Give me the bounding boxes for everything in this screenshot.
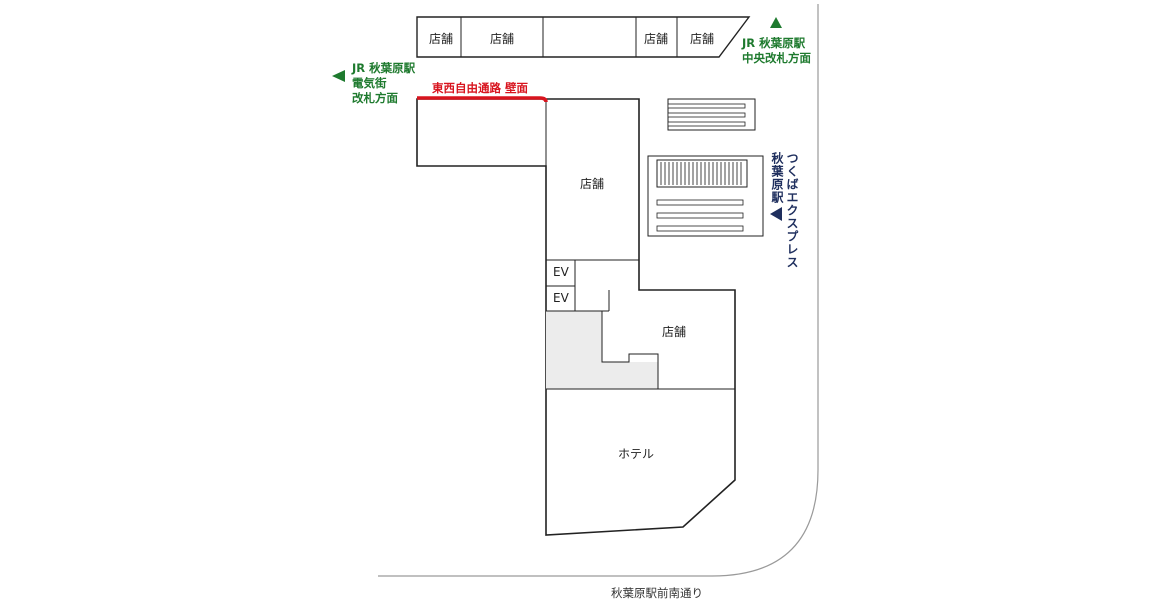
tx-station-sub: 秋葉原駅 bbox=[770, 152, 784, 204]
stair-step bbox=[656, 212, 744, 219]
jr-electric-town-gate-direction: JR 秋葉原駅 電気街 改札方面 bbox=[352, 61, 415, 106]
shop-label-upper: 店舗 bbox=[580, 177, 605, 191]
direction-line: JR 秋葉原駅 bbox=[352, 61, 416, 75]
wall bbox=[601, 311, 659, 389]
passage-wall-label: 東西自由通路 壁面 bbox=[432, 81, 529, 95]
jr-central-gate-direction: JR 秋葉原駅 中央改札方面 bbox=[742, 36, 811, 66]
shop-label: 店舗 bbox=[690, 32, 715, 46]
stair-step bbox=[656, 225, 744, 232]
shop-label: 店舗 bbox=[429, 32, 454, 46]
arrow-left-icon bbox=[332, 70, 345, 82]
arrow-up-icon bbox=[770, 17, 782, 28]
elevator-label: EV bbox=[553, 291, 569, 305]
elevator-label: EV bbox=[553, 265, 569, 279]
shop-label-middle: 店舗 bbox=[662, 325, 687, 339]
shop-label: 店舗 bbox=[490, 32, 515, 46]
tx-station-name: つくばエクスプレス bbox=[785, 152, 799, 269]
stair-step bbox=[656, 199, 744, 206]
passage-wall-red bbox=[417, 96, 548, 103]
street-curb-line bbox=[378, 4, 819, 577]
stair-step bbox=[667, 103, 746, 109]
top-shop-row-outline bbox=[416, 16, 751, 58]
street-name-label: 秋葉原駅前南通り bbox=[611, 586, 703, 600]
direction-line: 改札方面 bbox=[352, 91, 398, 105]
shop-label: 店舗 bbox=[644, 32, 669, 46]
direction-line: 中央改札方面 bbox=[742, 51, 811, 65]
direction-line: 電気街 bbox=[352, 76, 387, 90]
escalator bbox=[656, 159, 748, 188]
direction-line: JR 秋葉原駅 bbox=[742, 36, 806, 50]
stair-step bbox=[667, 112, 746, 118]
hotel-label: ホテル bbox=[618, 447, 655, 461]
arrow-left-icon bbox=[770, 207, 782, 221]
escalator-hatch bbox=[660, 162, 742, 185]
stair-step bbox=[667, 121, 746, 127]
